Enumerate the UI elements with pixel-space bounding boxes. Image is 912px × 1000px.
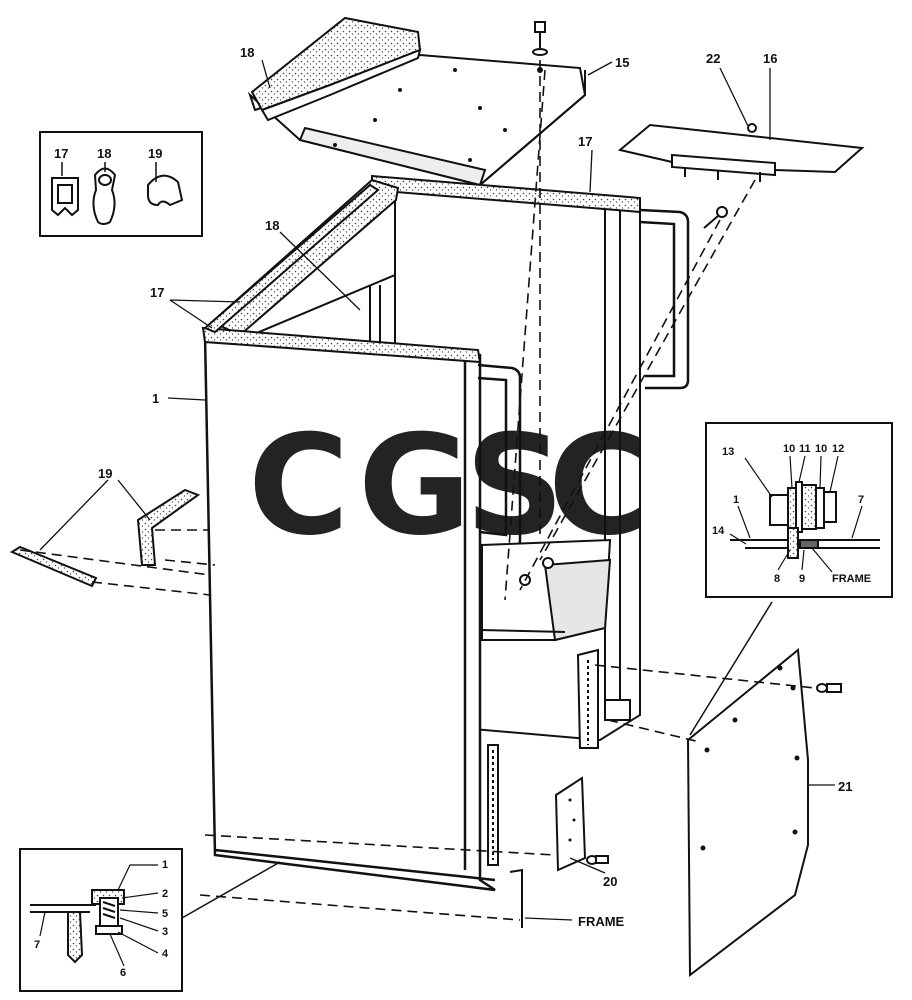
callout-18-top: 18 [240, 45, 254, 60]
detail-r-13: 13 [722, 446, 734, 458]
detail-r-8: 8 [774, 573, 780, 585]
detail-l-1: 1 [162, 859, 168, 871]
callout-16: 16 [763, 51, 777, 66]
legend-label-17: 17 [54, 146, 68, 161]
detail-r-10b: 10 [815, 443, 827, 455]
assembly-dash-lines [19, 60, 816, 921]
detail-r-7: 7 [858, 494, 864, 506]
detail-l-4: 4 [162, 948, 169, 960]
callout-leaders [39, 59, 835, 921]
callout-19: 19 [98, 466, 112, 481]
top-right-plate [617, 123, 865, 182]
watermark-letter-4: C [548, 405, 649, 566]
watermark-letter-3: S [465, 405, 564, 566]
detail-r-12: 12 [832, 443, 844, 455]
door-hinge-strip [487, 744, 499, 866]
legend-label-18: 18 [97, 146, 111, 161]
detail-r-frame: FRAME [832, 573, 871, 585]
plate-screw [703, 206, 728, 229]
detail-l-5: 5 [162, 908, 168, 920]
callout-1: 1 [152, 391, 159, 406]
detail-l-2: 2 [162, 888, 168, 900]
inner-tray [479, 538, 612, 642]
front-door-top-seal [201, 183, 482, 364]
side-bracket-upper [136, 488, 201, 566]
watermark-letter-1: C [248, 405, 349, 566]
callout-20: 20 [603, 874, 617, 889]
detail-r-10: 10 [783, 443, 795, 455]
callout-17-top: 17 [578, 134, 592, 149]
detail-r-9: 9 [799, 573, 805, 585]
callout-21: 21 [838, 779, 852, 794]
detail-r-14: 14 [712, 525, 725, 537]
top-cover-seal-strip [250, 16, 422, 122]
legend-label-19: 19 [148, 146, 162, 161]
side-panel-bolt [816, 683, 842, 693]
rear-handle [639, 208, 690, 390]
callout-18-mid: 18 [265, 218, 279, 233]
frame-label: FRAME [578, 914, 625, 929]
detail-r-11: 11 [799, 443, 811, 455]
detail-l-6: 6 [120, 967, 126, 979]
detail-r-1: 1 [733, 494, 739, 506]
cgsc-watermark: C G S C [248, 405, 649, 566]
rear-lower-channel [576, 648, 631, 749]
frame-corner [509, 868, 523, 928]
cover-screw [532, 21, 548, 56]
detail-l-7: 7 [34, 939, 40, 951]
side-cover-panel [686, 648, 809, 978]
profile-legend-inset: 17 18 19 [39, 131, 203, 237]
inset-leader-lines [181, 601, 773, 919]
side-bracket-lower [9, 545, 98, 588]
detail-l-3: 3 [162, 926, 168, 938]
callout-17-left: 17 [150, 285, 164, 300]
watermark-letter-2: G [358, 405, 471, 566]
fastener-detail-inset-left: 1 2 5 3 4 6 7 [19, 848, 183, 992]
callout-22: 22 [706, 51, 720, 66]
small-mounting-plate [554, 776, 609, 872]
fastener-detail-inset-right: 13 10 11 10 12 1 7 14 8 9 FRAME [705, 422, 893, 598]
callout-15: 15 [615, 55, 629, 70]
